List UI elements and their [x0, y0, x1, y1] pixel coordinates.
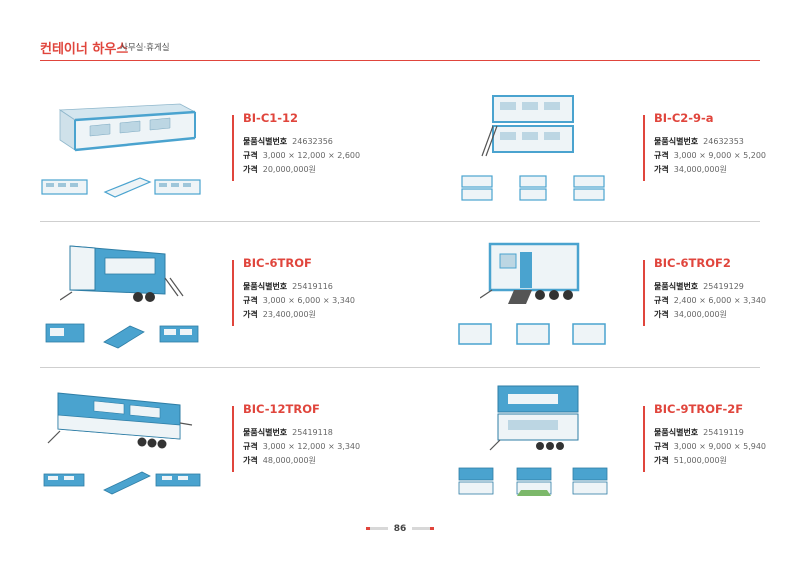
product-price: 34,000,000원	[673, 165, 727, 174]
product-spec: 3,000 × 9,000 × 5,940	[673, 442, 767, 451]
section-subtitle: 사무실·휴게실	[120, 43, 170, 53]
product-info-bic-6trof2: BIC-6TROF2 물품식별번호 25419129 규격 2,400 × 6,00…	[643, 256, 800, 326]
spec-label: 규격	[243, 296, 258, 305]
pager-bar-left	[365, 527, 388, 530]
product-name: BIC-6TROF	[243, 256, 312, 270]
trailer-container-image	[480, 242, 580, 304]
id-label: 물품식별번호	[654, 282, 699, 291]
product-id: 25419129	[703, 282, 744, 291]
product-name: BIC-12TROF	[243, 402, 320, 416]
product-price: 48,000,000원	[262, 456, 316, 465]
section-title: 컨테이너 하우스	[40, 42, 129, 57]
product-spec: 3,000 × 12,000 × 3,340	[262, 442, 361, 451]
trailer-container-image	[60, 245, 184, 302]
spec-label: 규격	[654, 296, 669, 305]
product-id: 25419119	[703, 428, 744, 437]
product-name: BI-C1-12	[243, 111, 299, 125]
product-price: 34,000,000원	[673, 310, 727, 319]
spec-label: 규격	[654, 151, 669, 160]
trailer-container-image	[47, 392, 193, 449]
price-label: 가격	[654, 456, 669, 465]
product-price: 23,400,000원	[262, 310, 316, 319]
product-info-bi-c2-9-a: BI-C2-9-a 물품식별번호 24632353 규격 3,000 × 9,000…	[643, 111, 800, 181]
row-divider-2	[40, 367, 760, 368]
trailer-two-story-image	[489, 385, 579, 451]
price-label: 가격	[243, 165, 258, 174]
product-name: BIC-6TROF2	[654, 256, 731, 270]
id-label: 물품식별번호	[243, 137, 288, 146]
product-id: 25419116	[292, 282, 333, 291]
product-thumbnails	[458, 323, 606, 345]
container-single-image	[58, 103, 197, 152]
product-spec: 3,000 × 12,000 × 2,600	[262, 151, 361, 160]
product-price: 51,000,000원	[673, 456, 727, 465]
product-id: 24632353	[703, 137, 744, 146]
product-thumbnails	[461, 175, 605, 201]
id-label: 물품식별번호	[243, 428, 288, 437]
page-footer: 86	[0, 524, 800, 534]
pager-bar-right	[412, 527, 435, 530]
price-label: 가격	[243, 310, 258, 319]
product-spec: 2,400 × 6,000 × 3,340	[673, 296, 767, 305]
product-thumbnails	[458, 467, 608, 496]
product-info-bi-c1-12: BI-C1-12 물품식별번호 24632356 규격 3,000 × 12,000…	[232, 111, 393, 181]
product-info-bic-9trof-2f: BIC-9TROF-2F 물품식별번호 25419119 규격 3,000 × 9,…	[643, 402, 800, 472]
product-name: BI-C2-9-a	[654, 111, 714, 125]
price-label: 가격	[654, 165, 669, 174]
product-id: 24632356	[292, 137, 333, 146]
product-price: 20,000,000원	[262, 165, 316, 174]
id-label: 물품식별번호	[654, 428, 699, 437]
price-label: 가격	[654, 310, 669, 319]
product-thumbnails	[41, 177, 201, 198]
page-header: 컨테이너 하우스 사무실·휴게실	[40, 38, 760, 61]
product-name: BIC-9TROF-2F	[654, 402, 744, 416]
product-thumbnails	[45, 323, 199, 349]
spec-label: 규격	[243, 151, 258, 160]
product-info-bic-6trof: BIC-6TROF 물품식별번호 25419116 규격 3,000 × 6,000…	[232, 256, 393, 326]
id-label: 물품식별번호	[243, 282, 288, 291]
product-spec: 3,000 × 6,000 × 3,340	[262, 296, 356, 305]
id-label: 물품식별번호	[654, 137, 699, 146]
product-info-bic-12trof: BIC-12TROF 물품식별번호 25419118 규격 3,000 × 12,0…	[232, 402, 393, 472]
page-number: 86	[393, 524, 407, 534]
row-divider-1	[40, 221, 760, 222]
spec-label: 규격	[243, 442, 258, 451]
product-spec: 3,000 × 9,000 × 5,200	[673, 151, 767, 160]
product-id: 25419118	[292, 428, 333, 437]
price-label: 가격	[243, 456, 258, 465]
spec-label: 규격	[654, 442, 669, 451]
product-thumbnails	[43, 471, 201, 495]
container-two-story-image	[481, 95, 574, 157]
